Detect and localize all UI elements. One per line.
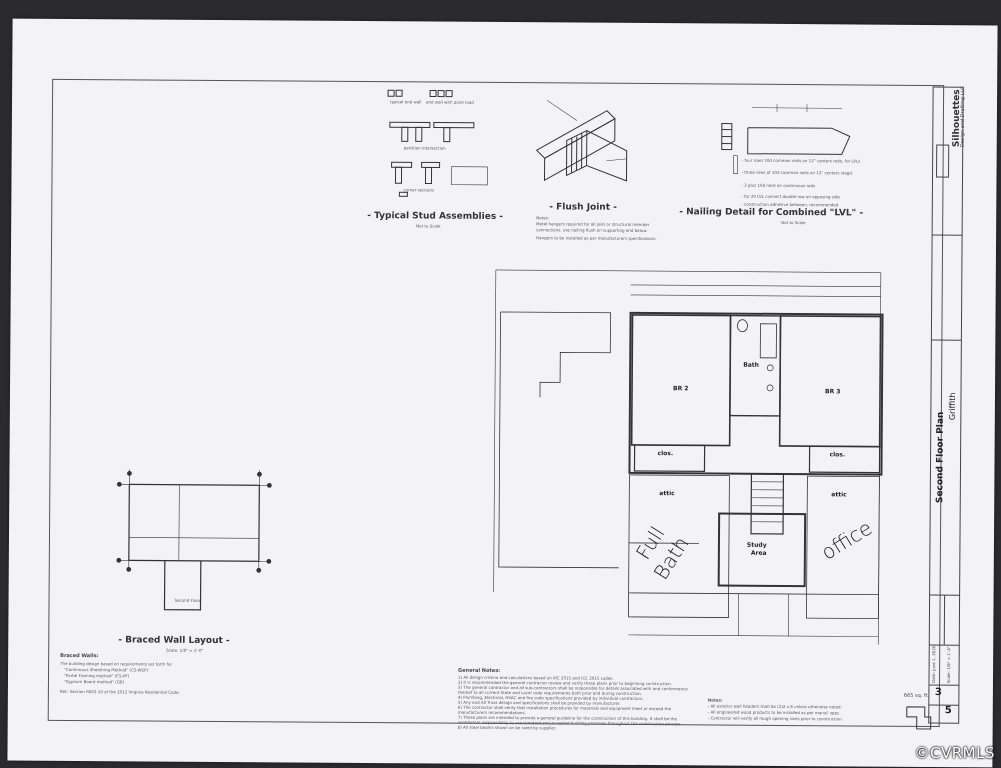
sheet-title: Second Floor Plan xyxy=(935,411,946,504)
braced-wall-scale: Scale: 1/8" = 1'-0" xyxy=(166,647,204,653)
room-closet-left: clos. xyxy=(657,450,674,458)
stud-assemblies-drawing xyxy=(387,89,488,197)
stud-label-4: corner sections xyxy=(403,187,435,193)
date-label: Date: June 1, 2020 xyxy=(930,645,937,684)
nailing-caption: - Nailing Detail for Combined "LVL" - xyxy=(679,207,864,219)
second-floor-plan xyxy=(493,269,884,645)
braced-walls-line-4: "Gypsum Board method" (GB) xyxy=(63,678,125,685)
general-notes-list: 1) All design criteria and calculations … xyxy=(458,675,688,732)
cvrmls-watermark: ©CVRMLS xyxy=(914,744,995,762)
stud-assemblies-caption: - Typical Stud Assemblies - xyxy=(367,211,504,222)
nailing-note-2: - three rows of 10d common nails on 12" … xyxy=(741,169,854,176)
room-bath: Bath xyxy=(743,361,759,369)
nailing-note-3: - 3 plus 16d nails on continuous rods xyxy=(741,182,816,189)
braced-wall-level: Second Floor xyxy=(174,597,201,603)
title-block: Silhouettes Design and Drafting LLC Seco… xyxy=(901,85,967,725)
nailing-note-1: - four rows 10d common nails on 12" cent… xyxy=(741,157,861,164)
room-closet-right: clos. xyxy=(829,451,846,459)
braced-wall-drawing xyxy=(116,469,272,611)
braced-walls-ref: Ref.: Section R602.10 of the 2012 Virgin… xyxy=(59,688,180,695)
braced-wall-caption: - Braced Wall Layout - xyxy=(118,635,230,647)
braced-walls-line-1: The building design based on requirement… xyxy=(60,660,173,667)
side-note-1: - All exterior wall headers shall be (2)… xyxy=(707,703,842,710)
nailing-note-4: - for 20 LVL connect double row on oppos… xyxy=(741,193,840,200)
room-attic-left: attic xyxy=(659,490,675,498)
braced-walls-line-3: "Portal Framing method" (CS-PF) xyxy=(64,672,130,679)
sheet-total: 5 xyxy=(944,705,952,717)
sheet-number: 3 xyxy=(934,687,942,699)
braced-walls-heading: Braced Walls: xyxy=(60,652,99,660)
room-study: Study xyxy=(746,541,767,549)
footprint-key-icon xyxy=(906,706,932,730)
room-br2: BR 2 xyxy=(673,385,689,393)
nailing-detail-drawing xyxy=(721,103,851,174)
room-attic-right: attic xyxy=(831,491,847,499)
drawing-sheet: typical end wall end wall with point loa… xyxy=(7,18,998,768)
nailing-scale: Not to Scale xyxy=(781,219,806,226)
side-notes-title: Notes: xyxy=(707,697,723,703)
client-name: Griffith xyxy=(947,392,958,421)
scale-label: Scale: 1/8" = 1'-0" xyxy=(945,646,952,684)
braced-walls-line-2: "Continuous Sheathing Method" (CS-WSP) xyxy=(64,666,149,673)
title-block-frame xyxy=(928,86,964,724)
flush-joint-drawing xyxy=(535,100,628,182)
room-study-area: Area xyxy=(750,549,767,557)
firm-subtitle: Design and Drafting LLC xyxy=(959,86,967,148)
flush-joint-notes-title: Notes: xyxy=(536,215,550,221)
flush-joint-caption: - Flush Joint - xyxy=(549,202,617,213)
flush-joint-note-1: Metal hangers required for all joist or … xyxy=(536,221,650,228)
stud-label-3: partition intersection xyxy=(403,145,446,151)
stud-label-1: typical end wall xyxy=(390,99,422,105)
flush-joint-note-2: connections, use nailing flush on suppor… xyxy=(536,227,648,234)
general-notes-title: General Notes: xyxy=(458,667,501,674)
nailing-note-5: - construction adhesive between, recomme… xyxy=(741,201,839,208)
side-note-3: - Contractor will verify all rough openi… xyxy=(707,715,843,722)
side-note-2: - All engineered wood products to be ins… xyxy=(707,709,841,716)
room-br3: BR 3 xyxy=(824,388,841,396)
stud-assemblies-scale: Not to Scale xyxy=(416,223,441,229)
stud-label-2: end wall with point load xyxy=(426,99,474,105)
flush-joint-note-3: Hangers to be installed as per manufactu… xyxy=(536,235,657,242)
